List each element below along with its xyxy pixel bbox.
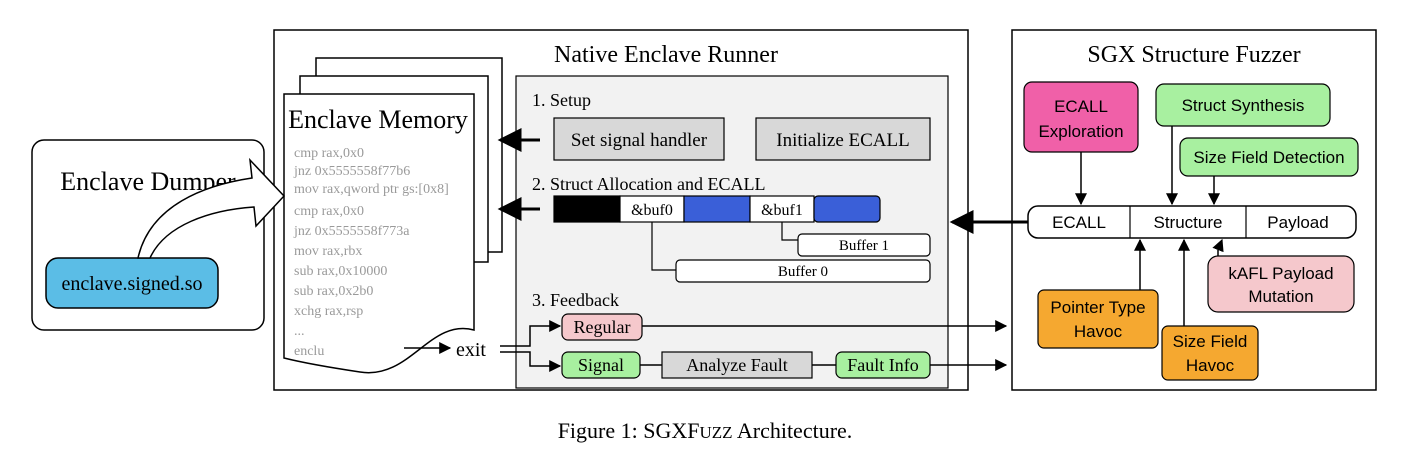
struct-allocation-label: 2. Struct Allocation and ECALL <box>532 174 765 194</box>
ecall-exploration-box <box>1023 81 1139 153</box>
pointer-havoc-label-line2: Havoc <box>1074 322 1123 341</box>
asm-line: jnz 0x5555558f773a <box>293 224 410 239</box>
regular-arrow <box>500 320 562 347</box>
analyze-fault-box <box>661 351 813 379</box>
enclave-memory-front-page <box>283 93 475 374</box>
struct-synthesis-box <box>1155 83 1331 127</box>
sizefield-havoc-label-line2: Havoc <box>1186 356 1235 375</box>
buffer1-box <box>797 233 931 257</box>
fault-info-label: Fault Info <box>847 355 919 375</box>
enclave-file-box <box>45 257 219 309</box>
buf1-pointer-line <box>781 222 798 241</box>
set-signal-handler-box <box>553 117 725 161</box>
signal-arrow <box>500 351 562 372</box>
asm-line: cmp rax,0x0 <box>294 204 364 219</box>
asm-line: mov rax,qword ptr gs:[0x8] <box>294 182 449 197</box>
initialize-ecall-box <box>755 117 931 161</box>
feedback-label: 3. Feedback <box>532 290 619 310</box>
struct-bar <box>553 195 881 223</box>
regular-box <box>561 313 643 341</box>
struct-synthesis-label: Struct Synthesis <box>1182 96 1305 115</box>
size-field-detection-box <box>1179 137 1359 177</box>
buffer1-label: Buffer 1 <box>839 238 889 254</box>
enclave-memory-pages: Enclave Memory cmp rax,0x0 jnz 0x5555558… <box>283 57 503 374</box>
signal-label: Signal <box>578 355 624 375</box>
ecall-exploration-label-line1: ECALL <box>1054 97 1108 116</box>
enclave-memory-title: Enclave Memory <box>288 105 468 134</box>
buffer0-label: Buffer 0 <box>778 264 828 280</box>
kafl-label-line2: Mutation <box>1248 287 1313 306</box>
size-field-havoc-box <box>1161 325 1259 381</box>
enclave-file-label: enclave.signed.so <box>61 273 202 295</box>
asm-line: jnz 0x5555558f77b6 <box>293 164 410 179</box>
pointer-havoc-label-line1: Pointer Type <box>1050 298 1145 317</box>
asm-line: enclu <box>294 344 324 359</box>
asm-line: sub rax,0x10000 <box>294 264 387 279</box>
kafl-payload-mutation-box <box>1207 255 1355 313</box>
payload-structure-label: Structure <box>1154 213 1223 232</box>
payload-ecall-label: ECALL <box>1052 213 1106 232</box>
load-arrow <box>137 157 286 259</box>
buf0-pointer-label: &buf0 <box>631 202 673 219</box>
caption-smallcaps: FUZZ <box>687 418 732 443</box>
exit-label: exit <box>456 339 486 361</box>
analyze-fault-label: Analyze Fault <box>686 355 787 375</box>
ecall-exploration-label-line2: Exploration <box>1038 122 1123 141</box>
size-field-detection-label: Size Field Detection <box>1193 148 1344 167</box>
payload-payload-label: Payload <box>1267 213 1328 232</box>
buf1-pointer-label: &buf1 <box>761 202 803 219</box>
asm-line: ... <box>294 324 305 339</box>
runner-title: Native Enclave Runner <box>554 42 778 68</box>
setup-label: 1. Setup <box>532 90 591 110</box>
set-signal-handler-label: Set signal handler <box>571 130 708 151</box>
asm-line: cmp rax,0x0 <box>294 146 364 161</box>
figure-caption: Figure 1: SGXFUZZ Architecture. <box>558 418 853 443</box>
initialize-ecall-label: Initialize ECALL <box>776 130 909 151</box>
asm-line: xchg rax,rsp <box>294 304 363 319</box>
asm-line: mov rax,rbx <box>294 244 362 259</box>
asm-line: sub rax,0x2b0 <box>294 284 373 299</box>
pointer-type-havoc-box <box>1037 289 1159 349</box>
kafl-label-line1: kAFL Payload <box>1228 264 1333 283</box>
fuzzer-title: SGX Structure Fuzzer <box>1087 42 1300 68</box>
buf0-pointer-line <box>651 222 676 271</box>
regular-label: Regular <box>574 317 631 337</box>
buffer0-box <box>675 259 931 283</box>
sizefield-havoc-label-line1: Size Field <box>1173 332 1248 351</box>
